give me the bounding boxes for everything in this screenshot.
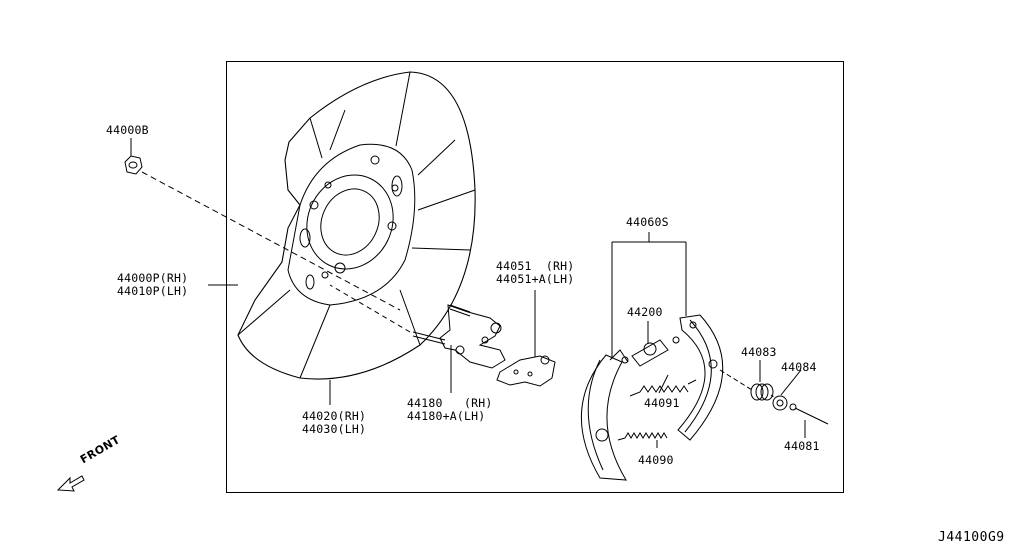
part-label-nut: 44000B [106,123,149,137]
diagram-id: J44100G9 [938,530,1005,545]
front-arrow-icon [56,475,85,492]
part-label-shield-lh: 44030(LH) [302,422,367,436]
part-label-cylinder-rh: 44180 (RH) [407,396,493,410]
cup-drawing [772,395,788,411]
part-label-shield-rh: 44020(RH) [302,409,367,423]
brake-shoe-left-drawing [581,349,629,481]
wheel-cylinder-drawing [412,304,506,369]
part-label-lever-lh: 44051+A(LH) [496,272,575,286]
part-label-backing-plate-rh: 44000P(RH) [117,271,189,285]
brake-shoe-right-drawing [677,314,724,441]
nut-dashed-line [141,171,401,311]
diagram-frame [226,61,844,493]
part-label-spring-lower: 44090 [638,453,674,467]
part-label-cup: 44084 [781,360,817,374]
adjuster-drawing [621,336,680,367]
backing-plate-drawing [237,71,476,380]
part-label-pin: 44081 [784,439,820,453]
lever-drawing [496,355,556,387]
part-label-lever-rh: 44051 (RH) [496,259,575,273]
leader-lines [130,138,806,448]
hold-down-spring-drawing [750,383,774,401]
spring-lower-drawing [617,432,668,441]
pin-drawing [789,403,829,425]
part-label-hold-spring: 44083 [741,345,777,359]
spring-upper-drawing [629,379,697,397]
part-label-adjuster: 44200 [627,305,663,319]
part-label-shoe-set: 44060S [626,215,669,229]
part-label-spring-upper: 44091 [644,396,680,410]
nut-drawing [124,155,143,175]
part-label-backing-plate-lh: 44010P(LH) [117,284,189,298]
part-label-cylinder-lh: 44180+A(LH) [407,409,486,423]
